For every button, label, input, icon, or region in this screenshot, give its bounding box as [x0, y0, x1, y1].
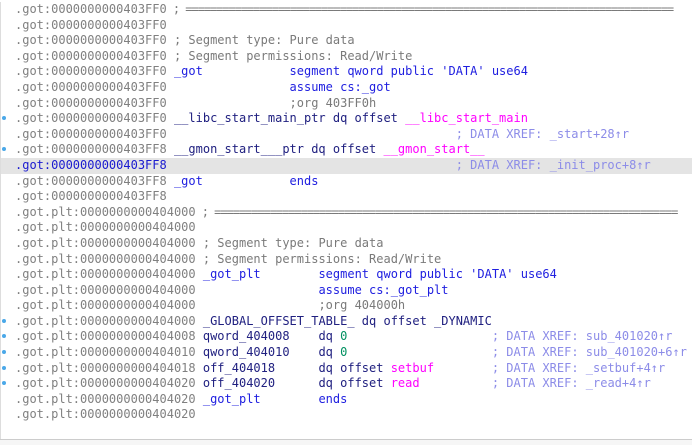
xref-comment[interactable]: ; DATA XREF: _setbuf+4↑r	[434, 360, 666, 375]
line-address: .got.plt:0000000000404000	[15, 282, 196, 297]
listing-line[interactable]: .got.plt:0000000000404000 assume cs:_got…	[1, 283, 692, 299]
line-address: .got:0000000000403FF0	[15, 111, 167, 126]
listing-line[interactable]: .got.plt:0000000000404000 _got_plt segme…	[1, 267, 692, 283]
line-address: .got.plt:0000000000404000	[15, 204, 196, 219]
xref-marker-icon	[2, 365, 6, 370]
xref-marker-icon	[2, 334, 6, 339]
line-text: assume cs:_got	[166, 79, 391, 94]
xref-comment[interactable]: ; DATA XREF: sub_401020+6↑r	[347, 345, 687, 360]
listing-line[interactable]: .got:0000000000403FF8	[1, 189, 692, 205]
line-address: .got:0000000000403FF0	[15, 17, 167, 32]
line-address: .got:0000000000403FF8	[15, 173, 167, 188]
line-address: .got:0000000000403FF0	[15, 64, 167, 79]
line-address: .got:0000000000403FF0	[15, 126, 167, 141]
line-text: ; Segment permissions: Read/Write	[195, 251, 442, 266]
line-address: .got.plt:0000000000404000	[15, 267, 196, 282]
line-text: 0	[340, 345, 348, 360]
xref-marker-icon	[2, 350, 6, 355]
xref-comment[interactable]: ; DATA XREF: sub_401020↑r	[347, 329, 673, 344]
listing-line[interactable]: .got:0000000000403FF0 ; ================…	[1, 2, 692, 18]
line-text: qword_404008 dq	[195, 329, 341, 344]
listing-line[interactable]: .got.plt:0000000000404010 qword_404010 d…	[1, 345, 692, 361]
xref-marker-icon	[2, 147, 6, 152]
xref-comment[interactable]: ; DATA XREF: _read+4↑r	[419, 376, 651, 391]
line-address: .got.plt:0000000000404000	[15, 313, 196, 328]
line-text: _got_plt	[195, 391, 261, 406]
line-text: 0	[340, 329, 348, 344]
line-text: _got_plt	[195, 267, 261, 282]
listing-line[interactable]: .got.plt:0000000000404000 ;org 404000h	[1, 298, 692, 314]
line-text: ;org 403FF0h	[166, 95, 377, 110]
xref-comment[interactable]: ; DATA XREF: _start+28↑r	[166, 126, 630, 141]
line-text: ends	[202, 173, 319, 188]
line-address: .got.plt:0000000000404018	[15, 360, 196, 375]
line-address: .got:0000000000403FF0	[15, 95, 167, 110]
line-text: segment qword public 'DATA' use64	[202, 64, 528, 79]
line-text: assume cs:_got_plt	[195, 282, 449, 297]
listing-line[interactable]: .got.plt:0000000000404000 ; Segment perm…	[1, 252, 692, 268]
listing-line[interactable]: .got.plt:0000000000404018 off_404018 dq …	[1, 361, 692, 377]
symbol-link[interactable]: __libc_start_main	[405, 111, 528, 126]
line-address: .got.plt:0000000000404020	[15, 391, 196, 406]
line-text: __libc_start_main_ptr dq offset	[166, 111, 406, 126]
line-address: .got.plt:0000000000404000	[15, 235, 196, 250]
listing-line[interactable]: .got.plt:0000000000404020 off_404020 dq …	[1, 376, 692, 392]
line-address: .got.plt:0000000000404008	[15, 329, 196, 344]
listing-line[interactable]: .got:0000000000403FF0	[1, 18, 692, 34]
line-address: .got.plt:0000000000404000	[15, 220, 196, 235]
separator-comment: ; ======================================…	[166, 2, 674, 16]
line-address: .got.plt:0000000000404020	[15, 376, 196, 391]
separator-comment: ; ======================================…	[195, 204, 679, 219]
line-address: .got:0000000000403FF0	[15, 79, 167, 94]
listing-line[interactable]: .got:0000000000403FF8 _got ends	[1, 174, 692, 190]
line-text: segment qword public 'DATA' use64	[260, 267, 557, 282]
listing-line[interactable]: .got.plt:0000000000404020 _got_plt ends	[1, 392, 692, 408]
line-address: .got.plt:0000000000404000	[15, 251, 196, 266]
listing-line[interactable]: .got.plt:0000000000404000 ; Segment type…	[1, 236, 692, 252]
xref-marker-icon	[2, 318, 6, 323]
listing-line[interactable]: .got:0000000000403FF0 ; DATA XREF: _star…	[1, 127, 692, 143]
listing-line[interactable]: .got:0000000000403FF0 ; Segment type: Pu…	[1, 33, 692, 49]
listing-line[interactable]: .got:0000000000403FF0 assume cs:_got	[1, 80, 692, 96]
line-text: ; Segment type: Pure data	[195, 235, 384, 250]
line-address: .got:0000000000403FF0	[15, 2, 167, 16]
line-address: .got:0000000000403FF0	[15, 48, 167, 63]
line-text: _got	[166, 173, 203, 188]
symbol-link[interactable]: setbuf	[390, 360, 435, 375]
listing-line[interactable]: .got.plt:0000000000404020	[1, 407, 692, 423]
line-text: qword_404010 dq	[195, 345, 341, 360]
listing-line[interactable]: .got:0000000000403FF8 ; DATA XREF: _init…	[1, 157, 692, 174]
xref-comment[interactable]: ; DATA XREF: _init_proc+8↑r	[166, 157, 651, 172]
line-text: ends	[260, 391, 348, 406]
listing-line[interactable]: .got.plt:0000000000404008 qword_404008 d…	[1, 329, 692, 345]
xref-marker-icon	[2, 116, 6, 121]
line-text: _GLOBAL_OFFSET_TABLE_ dq offset _DYNAMIC	[195, 313, 492, 328]
line-text: off_404018 dq offset	[195, 360, 391, 375]
listing-line[interactable]: .got.plt:0000000000404000	[1, 220, 692, 236]
line-text: ; Segment permissions: Read/Write	[166, 48, 413, 63]
line-address: .got.plt:0000000000404010	[15, 345, 196, 360]
listing-line[interactable]: .got:0000000000403FF8 __gmon_start___ptr…	[1, 142, 692, 158]
line-address: .got:0000000000403FF8	[15, 189, 167, 204]
symbol-link[interactable]: read	[390, 376, 420, 391]
listing-line[interactable]: .got:0000000000403FF0 ; Segment permissi…	[1, 49, 692, 65]
listing-line[interactable]: .got.plt:0000000000404000 _GLOBAL_OFFSET…	[1, 314, 692, 330]
listing-line[interactable]: .got:0000000000403FF0 _got segment qword…	[1, 64, 692, 80]
line-address: .got.plt:0000000000404020	[15, 407, 196, 422]
listing-line[interactable]: .got:0000000000403FF0 ;org 403FF0h	[1, 96, 692, 112]
line-text: off_404020 dq offset	[195, 376, 391, 391]
line-address: .got:0000000000403FF8	[15, 157, 167, 172]
line-address: .got:0000000000403FF0	[15, 33, 167, 48]
line-address: .got:0000000000403FF8	[15, 142, 167, 157]
xref-marker-icon	[2, 381, 6, 386]
listing-line[interactable]: .got.plt:0000000000404000 ; ============…	[1, 205, 692, 221]
listing-line[interactable]: .got:0000000000403FF0 __libc_start_main_…	[1, 111, 692, 127]
line-text: ;org 404000h	[195, 298, 406, 313]
line-text: _got	[166, 64, 203, 79]
line-text: __gmon_start___ptr dq offset	[166, 142, 384, 157]
horizontal-scrollbar[interactable]	[0, 439, 692, 445]
line-address: .got.plt:0000000000404000	[15, 298, 196, 313]
line-text: ; Segment type: Pure data	[166, 33, 355, 48]
symbol-link[interactable]: __gmon_start__	[383, 142, 485, 157]
